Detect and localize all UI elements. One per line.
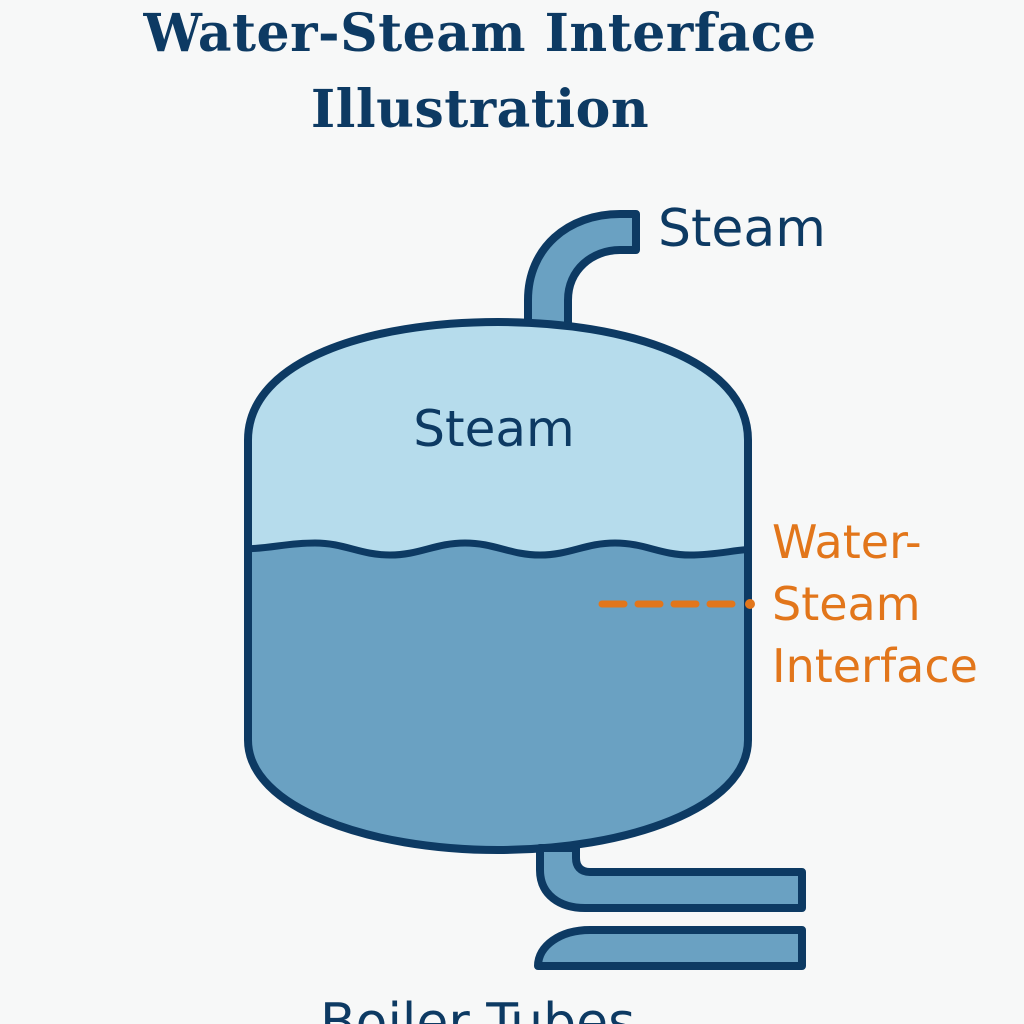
interface-label-line-3: Interface: [772, 639, 978, 693]
water-body: [248, 543, 748, 850]
interface-label-line-1: Water-: [772, 515, 922, 569]
diagram-title: Water-Steam Interface Illustration: [0, 0, 960, 150]
drum-outline: [244, 317, 752, 855]
boiler-tube-lower: [534, 926, 806, 970]
steam-outlet-pipe: [524, 210, 640, 330]
steam-space: [248, 322, 748, 560]
interface-label-line-2: Steam: [772, 577, 921, 631]
water-surface-line: [248, 539, 748, 559]
steam-space-label: Steam: [413, 400, 574, 458]
boiler-tubes-label: Boiler Tubes: [320, 993, 635, 1024]
title-line-1: Water-Steam Interface: [143, 3, 817, 64]
title-line-2: Illustration: [310, 79, 650, 140]
drum-contents: [248, 322, 748, 850]
steam-outlet-label: Steam: [658, 199, 826, 259]
interface-leader-dot: [745, 599, 755, 609]
boiler-tube-upper: [536, 844, 806, 912]
